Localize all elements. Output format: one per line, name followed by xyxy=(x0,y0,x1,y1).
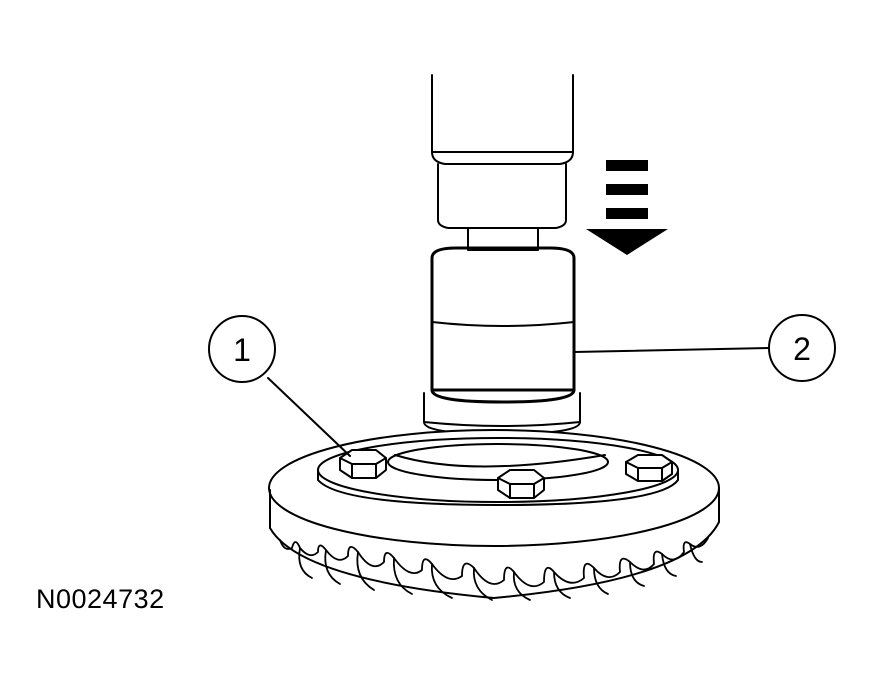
ring-gear-teeth xyxy=(279,537,709,601)
bearing-installer xyxy=(430,246,576,404)
press-direction-arrow xyxy=(586,160,668,255)
bolt-left xyxy=(339,449,387,479)
callout-1-label: 1 xyxy=(233,332,251,368)
figure-id: N0024732 xyxy=(36,584,165,614)
callout-2-label: 2 xyxy=(793,331,811,367)
bolt-center xyxy=(497,469,545,499)
callout-1: 1 xyxy=(208,315,351,457)
ring-gear xyxy=(268,429,720,599)
press-ram xyxy=(431,74,574,251)
bolt-right xyxy=(625,454,673,482)
callout-2: 2 xyxy=(573,314,836,382)
